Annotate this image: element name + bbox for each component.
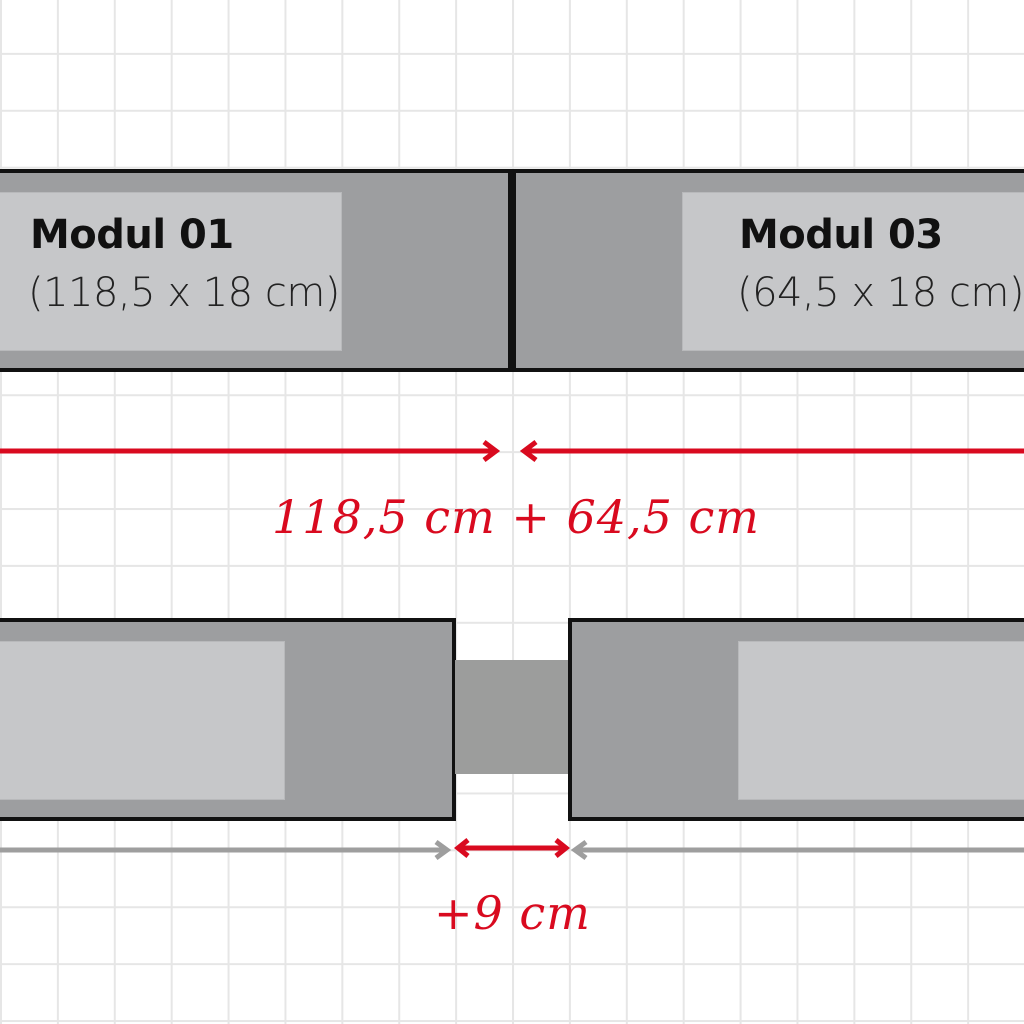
arrow-left-icon: [570, 839, 1024, 861]
module-01-bottom-panel: [0, 641, 285, 800]
double-arrow-icon: [453, 838, 571, 858]
arrow-left-icon: [519, 440, 1024, 462]
arrow-right-icon: [0, 839, 452, 861]
gap-length-label: +9 cm: [434, 886, 591, 940]
module-03-dimensions: (64,5 x 18 cm): [737, 270, 1024, 316]
connector-piece: [455, 660, 570, 774]
module-03-label-panel: [682, 192, 1024, 351]
module-03-bottom: [568, 618, 1024, 821]
module-01-dimensions: (118,5 x 18 cm): [28, 270, 340, 316]
module-01-bottom: [0, 618, 456, 821]
module-03-title: Modul 03: [739, 212, 943, 258]
module-03-bottom-panel: [738, 641, 1024, 800]
total-length-label: 118,5 cm + 64,5 cm: [272, 490, 760, 544]
module-01-title: Modul 01: [30, 212, 234, 258]
arrow-right-icon: [0, 440, 501, 462]
module-01-label-panel: [0, 192, 342, 351]
module-01-top: [0, 169, 512, 372]
module-03-top: [512, 169, 1024, 372]
